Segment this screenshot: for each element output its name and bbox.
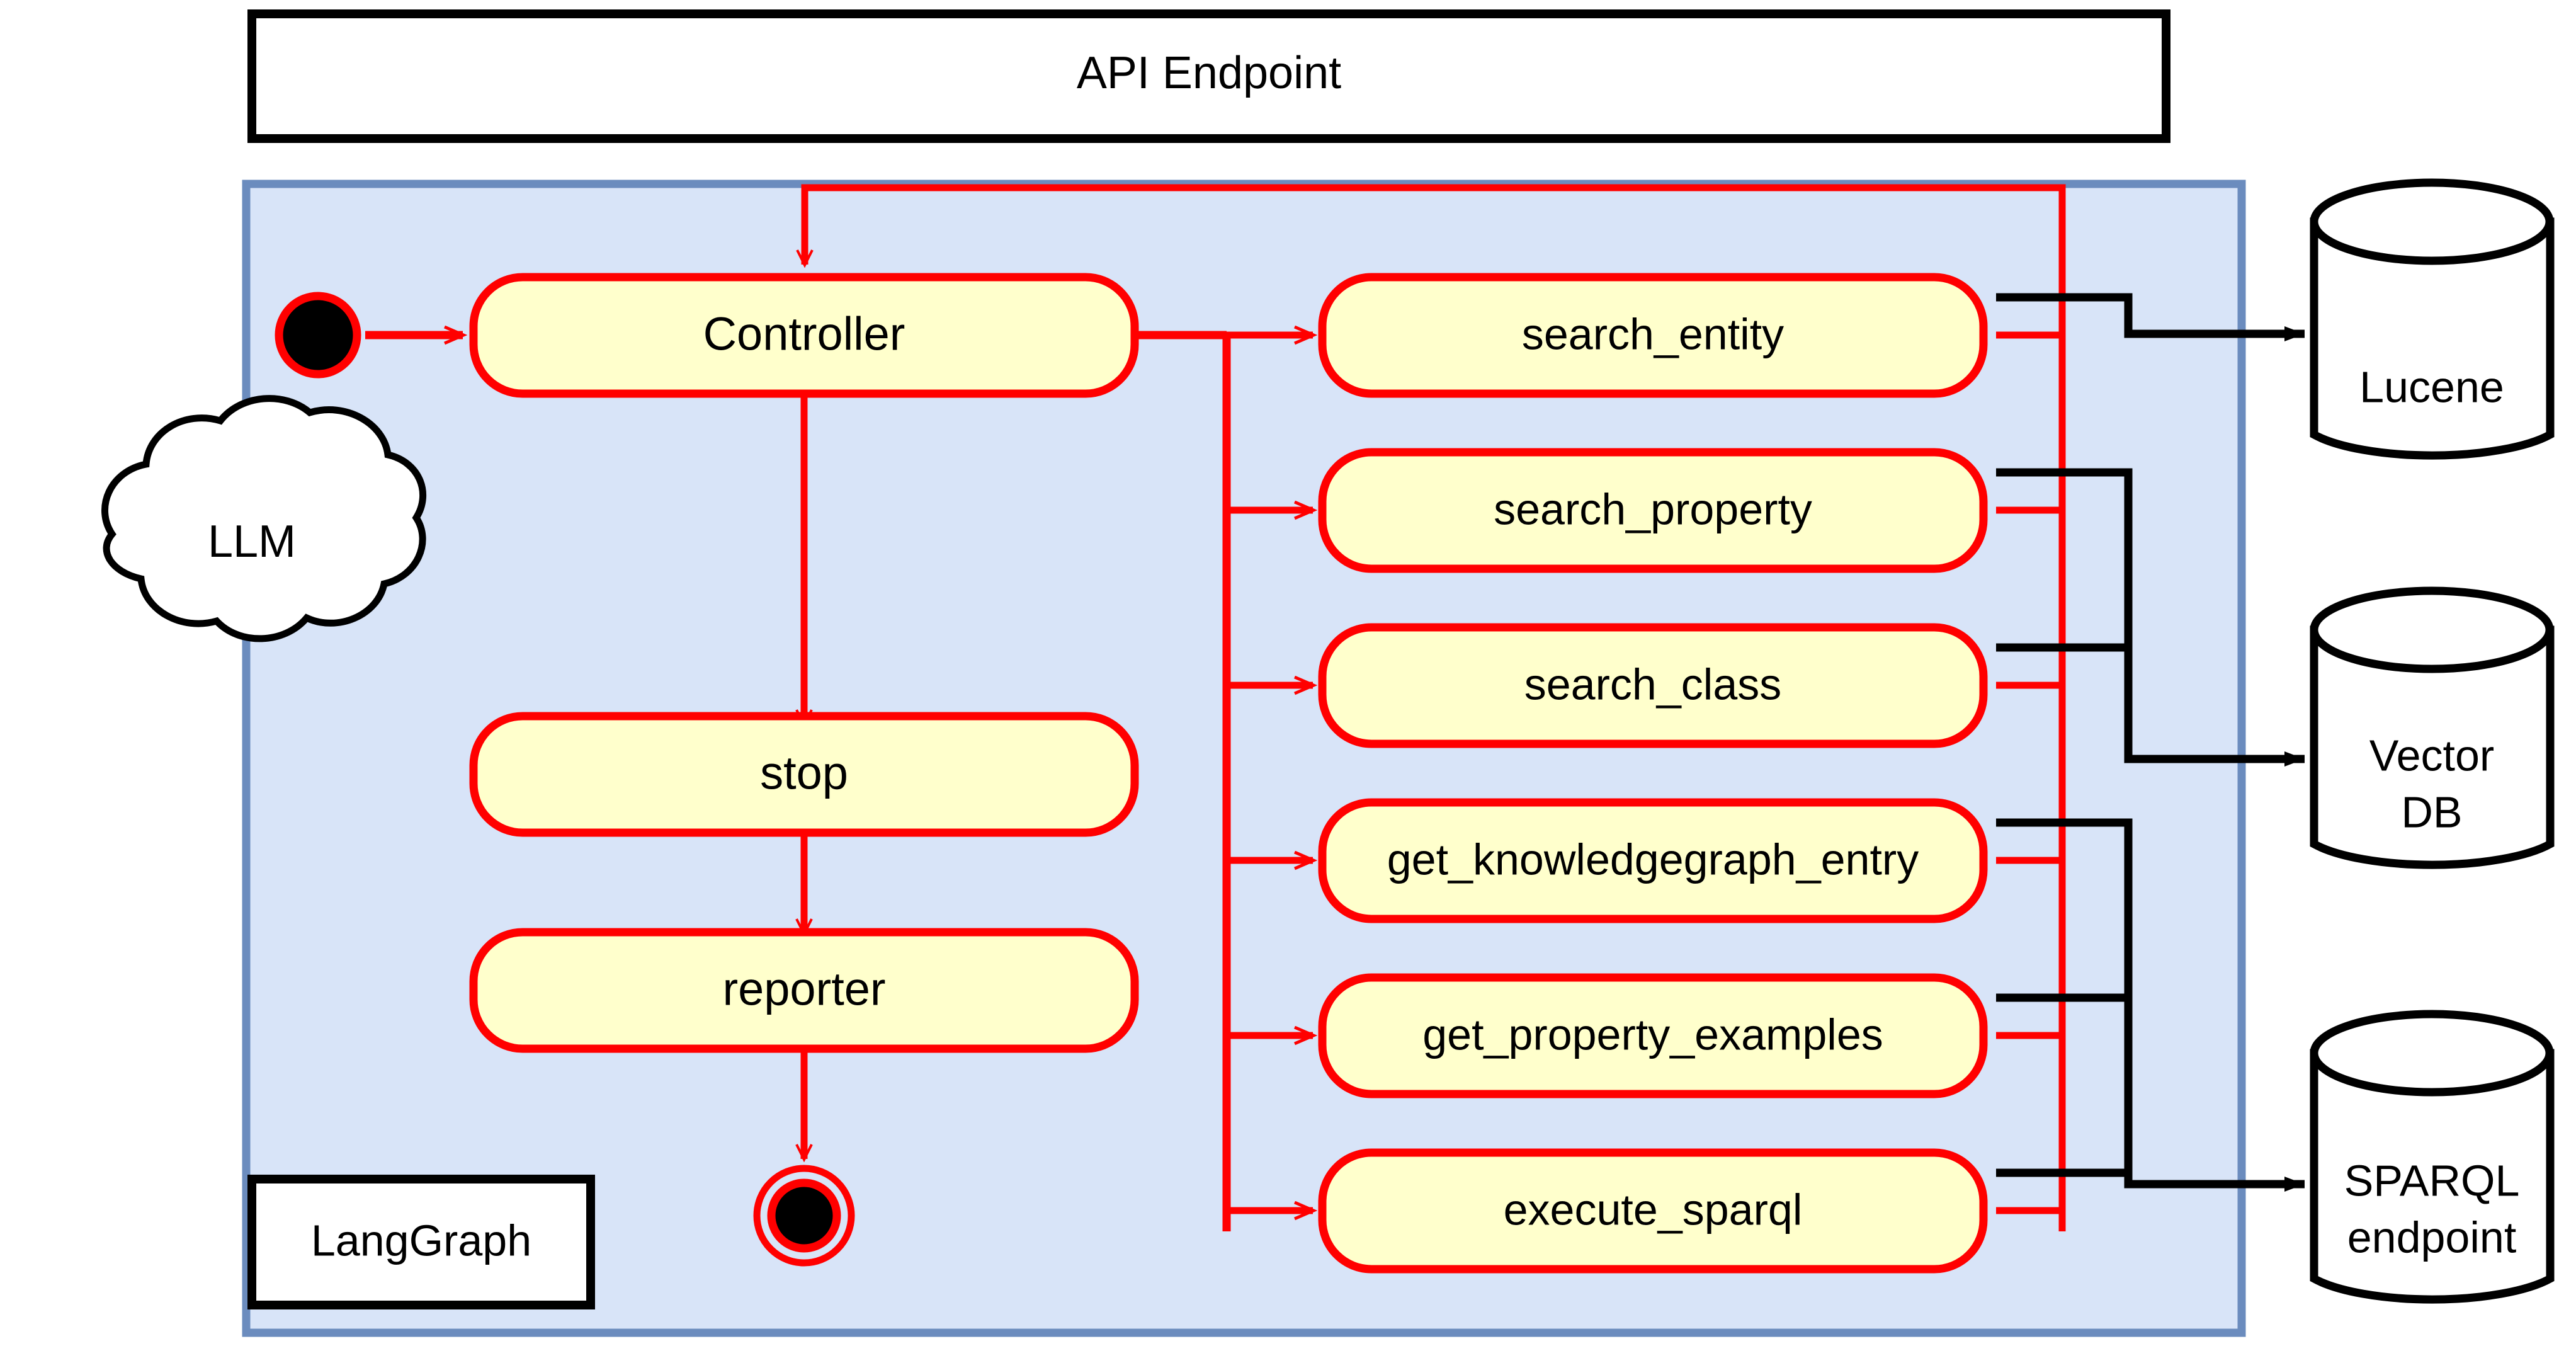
langgraph-legend-box — [247, 1175, 595, 1309]
tool-node-search-class-label: search_class — [1524, 659, 1782, 709]
llm-label: LLM — [208, 516, 296, 567]
datastore-sparql-endpoint: SPARQL endpoint — [2310, 1010, 2555, 1304]
api-endpoint-box — [247, 9, 2170, 143]
node-stop-label: stop — [760, 747, 848, 799]
tool-node-execute-sparql[interactable]: execute_sparql — [1318, 1148, 1988, 1274]
llm-cloud — [101, 395, 427, 642]
tool-node-execute-sparql-label: execute_sparql — [1504, 1185, 1803, 1234]
node-reporter-label: reporter — [722, 963, 885, 1015]
datastore-sparql-endpoint-label-line1: SPARQL — [2344, 1156, 2520, 1205]
tool-return-feedback-edge — [796, 184, 2066, 1231]
datastore-lucene-label: Lucene — [2359, 362, 2504, 411]
tool-node-search-property[interactable]: search_property — [1318, 448, 1988, 573]
datastore-sparql-endpoint-label-line2: endpoint — [2347, 1212, 2517, 1262]
datastore-vector-db-label-line2: DB — [2401, 787, 2462, 836]
tool-node-search-entity[interactable]: search_entity — [1318, 273, 1988, 398]
datastore-vector-db: Vector DB — [2310, 586, 2555, 869]
controller-to-tools-fanout — [1135, 335, 1313, 1231]
tool-node-search-property-label: search_property — [1494, 484, 1812, 533]
langgraph-legend-label: LangGraph — [311, 1216, 531, 1265]
tool-node-get-knowledgegraph-entry-label: get_knowledgegraph_entry — [1387, 835, 1919, 884]
tool-node-get-knowledgegraph-entry[interactable]: get_knowledgegraph_entry — [1318, 798, 1988, 923]
tool-node-get-property-examples[interactable]: get_property_examples — [1318, 973, 1988, 1098]
start-state — [275, 292, 361, 379]
datastore-vector-db-label-line1: Vector — [2369, 731, 2494, 780]
tool-return-edges — [1996, 331, 2062, 1214]
node-controller-label: Controller — [703, 308, 905, 360]
datastore-edges — [1996, 293, 2305, 1192]
tool-node-search-class[interactable]: search_class — [1318, 623, 1988, 748]
tool-node-search-entity-label: search_entity — [1522, 309, 1784, 358]
datastore-lucene: Lucene — [2310, 178, 2555, 460]
api-endpoint-label: API Endpoint — [1077, 48, 1341, 98]
tool-node-get-property-examples-label: get_property_examples — [1422, 1010, 1883, 1059]
end-state — [753, 1165, 855, 1267]
